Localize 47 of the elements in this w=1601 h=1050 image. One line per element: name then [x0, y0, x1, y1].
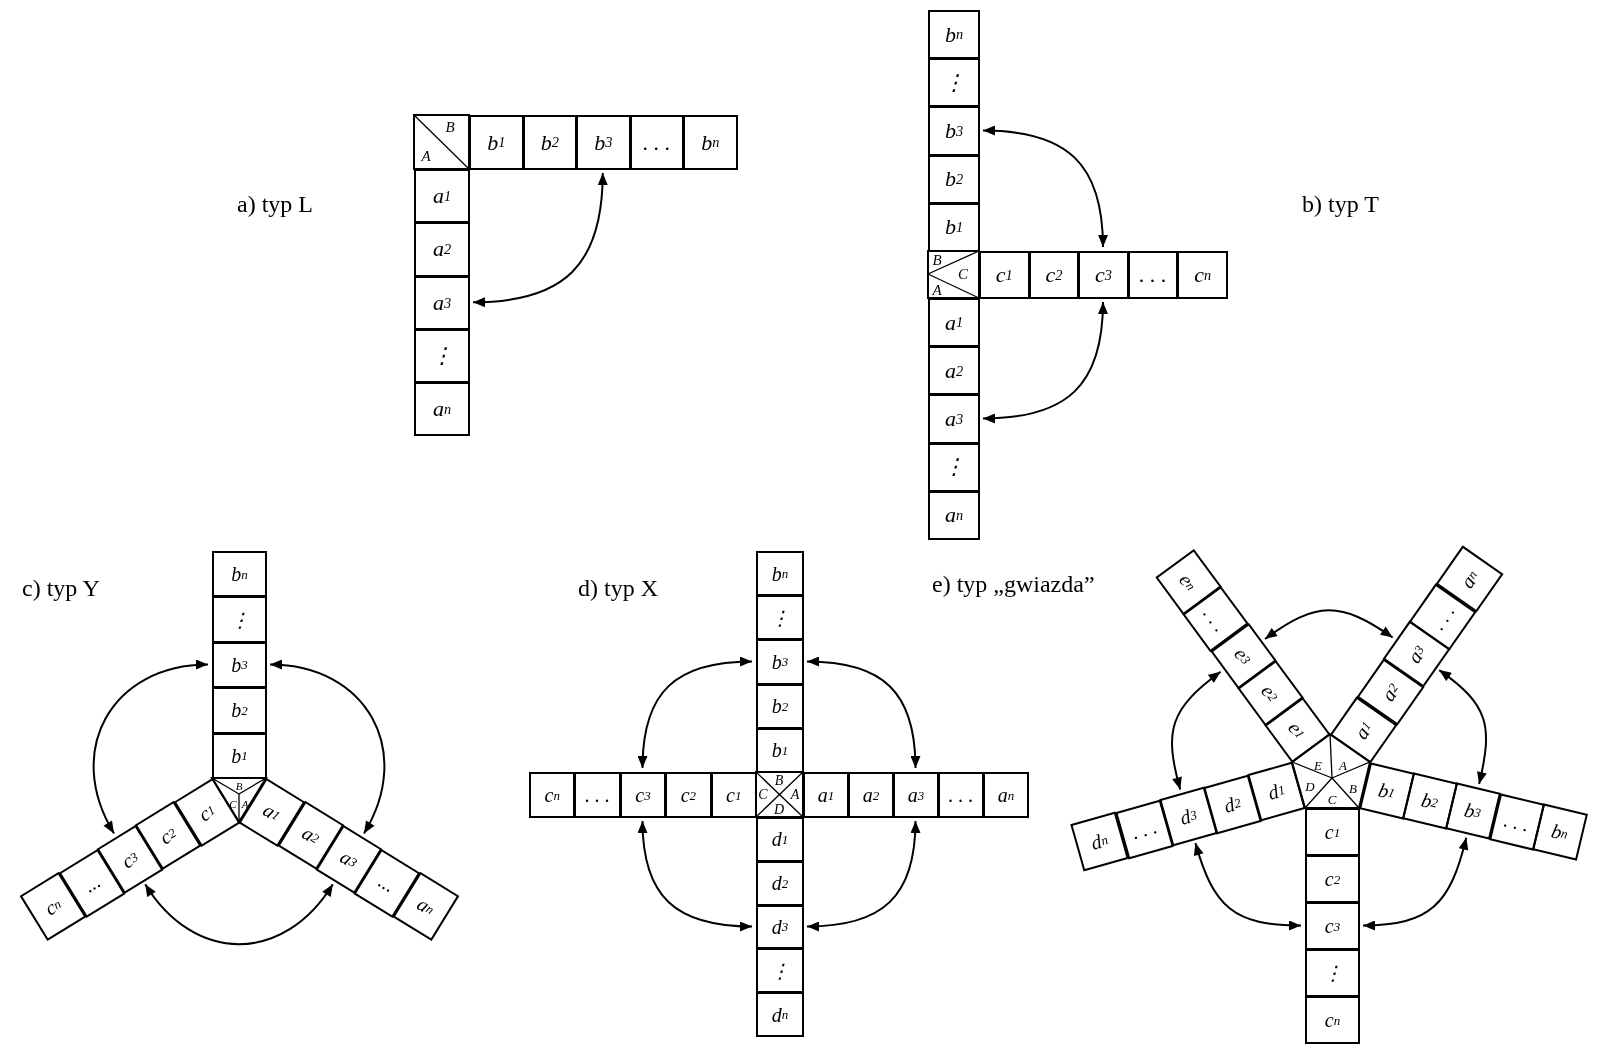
- grid-cell: ⋮: [1305, 949, 1360, 997]
- grid-cell: ⋮: [928, 442, 980, 492]
- corner-letter: C: [229, 798, 237, 810]
- corner-letter: D: [1305, 779, 1315, 793]
- diagram-label: b) typ T: [1302, 192, 1379, 216]
- double-arrow: [92, 660, 209, 835]
- double-arrow: [269, 660, 386, 835]
- corner-letter: D: [773, 803, 785, 817]
- grid-cell: . . .: [938, 772, 984, 818]
- double-arrow: [806, 820, 921, 932]
- diagram-label: d) typ X: [578, 576, 658, 600]
- corner-letter: C: [958, 266, 968, 282]
- corner-letter: B: [932, 252, 942, 268]
- grid-cell: . . .: [574, 772, 621, 818]
- corner-letter: A: [421, 148, 431, 164]
- double-arrow: [1438, 669, 1487, 785]
- corner-letter: C: [758, 788, 768, 802]
- corner-letter: B: [774, 774, 784, 788]
- corner-letter: C: [1327, 792, 1337, 806]
- double-arrow: [144, 883, 334, 946]
- double-arrow: [637, 820, 753, 932]
- corner-letter: B: [235, 780, 243, 792]
- grid-cell: . . .: [1114, 799, 1174, 860]
- double-arrow: [982, 301, 1108, 424]
- grid-cell: . . .: [1488, 792, 1545, 851]
- grid-cell: . . .: [1127, 251, 1179, 299]
- double-arrow: [1194, 842, 1302, 931]
- double-arrow: [472, 172, 608, 307]
- grid-cell: ⋮: [756, 595, 804, 641]
- corner-letter: B: [1349, 781, 1357, 795]
- grid-cell: ⋮: [212, 596, 267, 643]
- double-arrow: [982, 125, 1108, 248]
- double-arrow: [637, 656, 753, 769]
- corner-letter: A: [790, 788, 800, 802]
- grid-cell: ⋮: [928, 58, 980, 108]
- diagram-label: e) typ „gwiazda”: [932, 572, 1095, 596]
- grid-cell: ⋮: [414, 328, 470, 384]
- grid-cell: . . .: [629, 115, 684, 170]
- double-arrow: [1264, 609, 1394, 641]
- diagram-label: c) typ Y: [22, 576, 100, 600]
- grid-cell: ⋮: [756, 948, 804, 994]
- double-arrow: [1362, 836, 1469, 931]
- double-arrow: [806, 656, 921, 769]
- corner-letter: B: [445, 119, 455, 135]
- double-arrow: [1171, 670, 1222, 791]
- corner-letter: A: [932, 282, 942, 298]
- diagram-label: a) typ L: [237, 192, 313, 216]
